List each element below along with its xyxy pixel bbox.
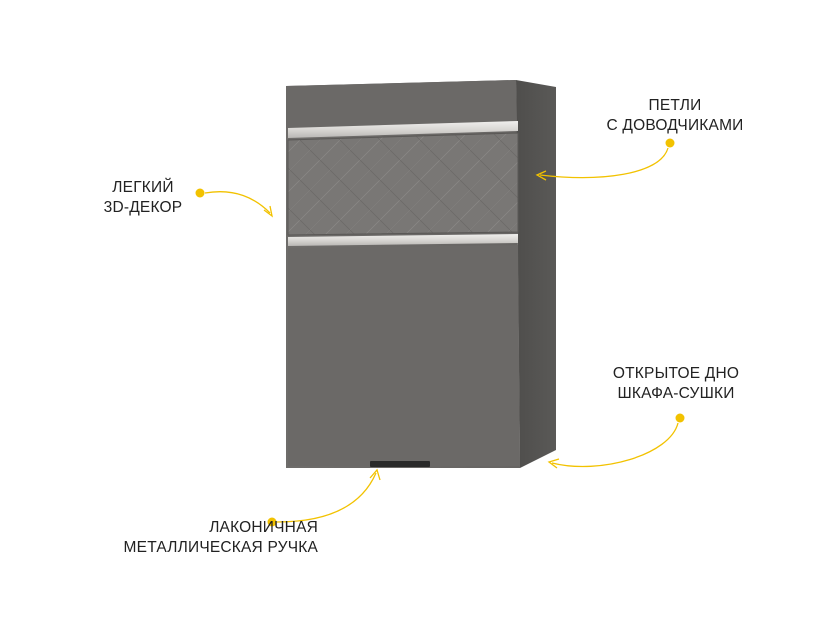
callout-hinges-label: ПЕТЛИ С ДОВОДЧИКАМИ bbox=[580, 96, 770, 136]
cabinet-door bbox=[288, 245, 520, 466]
callout-bottom-line2: ШКАФА-СУШКИ bbox=[617, 385, 735, 402]
callout-handle-label: ЛАКОНИЧНАЯ МЕТАЛЛИЧЕСКАЯ РУЧКА bbox=[52, 518, 318, 558]
callout-decor-label: ЛЕГКИЙ 3D-ДЕКОР bbox=[88, 178, 198, 218]
upper-metal-strip bbox=[288, 121, 518, 138]
callout-handle-line2: МЕТАЛЛИЧЕСКАЯ РУЧКА bbox=[123, 539, 318, 556]
metal-handle bbox=[370, 461, 430, 467]
callout-bottom-label: ОТКРЫТОЕ ДНО ШКАФА-СУШКИ bbox=[596, 364, 756, 404]
callout-handle-line1: ЛАКОНИЧНАЯ bbox=[209, 519, 318, 536]
callout-handle-arrow bbox=[267, 468, 381, 527]
callout-hinges-line1: ПЕТЛИ bbox=[648, 97, 702, 114]
callout-decor-arrow bbox=[195, 188, 273, 218]
callout-decor-line1: ЛЕГКИЙ bbox=[112, 179, 174, 196]
cabinet-side bbox=[516, 80, 556, 468]
callout-bottom-line1: ОТКРЫТОЕ ДНО bbox=[612, 365, 740, 382]
cabinet-top-section bbox=[286, 80, 517, 128]
callout-hinges-arrow bbox=[535, 138, 675, 181]
callout-hinges-line2: С ДОВОДЧИКАМИ bbox=[606, 117, 744, 134]
callout-bottom-arrow bbox=[547, 413, 685, 469]
callout-decor-line2: 3D-ДЕКОР bbox=[103, 199, 183, 216]
decor-panel-edge bbox=[287, 132, 519, 236]
decor-panel bbox=[288, 133, 518, 235]
lower-metal-strip bbox=[288, 234, 518, 246]
